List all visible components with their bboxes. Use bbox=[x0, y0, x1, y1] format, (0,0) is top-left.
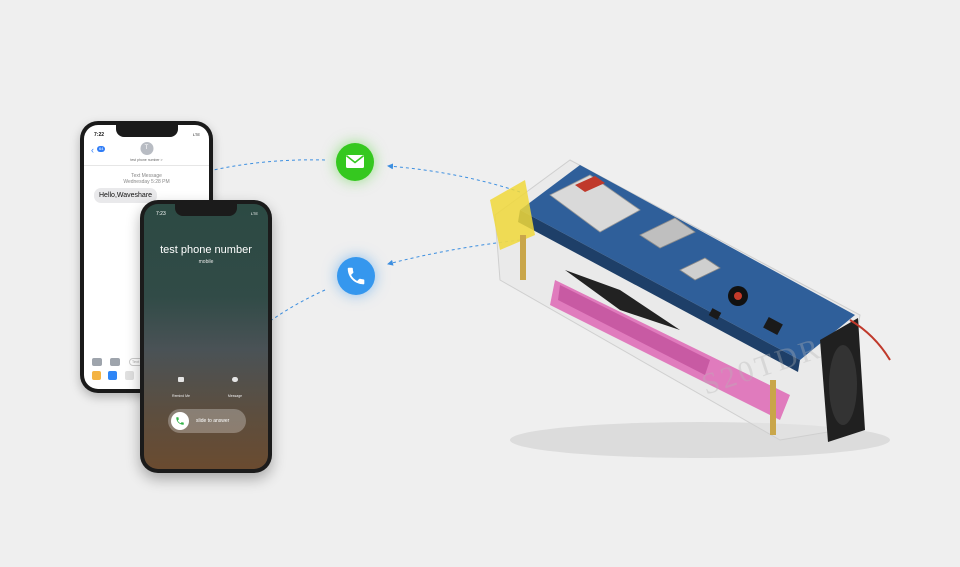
call-phone: 7:23 LTE test phone number mobile Remind… bbox=[140, 200, 272, 473]
phone-handset-icon bbox=[176, 417, 184, 425]
message-kind: Text Message bbox=[131, 173, 162, 179]
caller-name: test phone number bbox=[160, 244, 252, 256]
sms-arrow-from-device bbox=[387, 163, 521, 193]
call-screen: 7:23 LTE test phone number mobile Remind… bbox=[144, 204, 268, 469]
call-arrow-from-device bbox=[387, 239, 521, 266]
sms-badge bbox=[336, 143, 374, 181]
message-label: Message bbox=[227, 394, 243, 398]
status-time: 7:23 bbox=[156, 211, 166, 217]
status-indicators: LTE bbox=[192, 132, 200, 137]
chevron-left-icon[interactable]: ‹ bbox=[91, 145, 94, 155]
envelope-icon bbox=[346, 155, 364, 168]
app-store-icon[interactable] bbox=[110, 357, 121, 366]
message-icon bbox=[232, 377, 238, 382]
slide-to-answer-slider[interactable]: slide to answer bbox=[168, 409, 246, 433]
phone-notch bbox=[115, 125, 178, 137]
memoji-icon[interactable] bbox=[124, 371, 134, 380]
app-store-icon[interactable] bbox=[108, 371, 118, 380]
message-button[interactable]: Message bbox=[220, 377, 250, 402]
message-bubble: Hello,Waveshare bbox=[94, 188, 158, 203]
remind-me-label: Remind Me bbox=[172, 394, 190, 398]
message-timestamp: Wednesday 5:28 PM bbox=[123, 179, 170, 185]
camera-icon[interactable] bbox=[92, 357, 102, 366]
remind-me-button[interactable]: Remind Me bbox=[166, 377, 196, 402]
answer-knob[interactable] bbox=[171, 412, 189, 430]
caller-subtitle: mobile bbox=[198, 259, 214, 265]
alarm-icon bbox=[178, 377, 184, 382]
message-meta: Text Message Wednesday 5:28 PM bbox=[84, 173, 209, 185]
call-badge bbox=[337, 257, 375, 295]
header-divider bbox=[84, 165, 209, 166]
photos-app-icon[interactable] bbox=[92, 371, 101, 380]
avatar[interactable]: T bbox=[140, 142, 153, 155]
phone-notch bbox=[175, 204, 237, 216]
slide-to-answer-label: slide to answer bbox=[196, 418, 230, 424]
gsm-module-device bbox=[490, 159, 891, 458]
status-time: 7:22 bbox=[94, 132, 105, 138]
contact-name[interactable]: test phone number > bbox=[130, 158, 163, 162]
phone-handset-icon bbox=[347, 267, 365, 285]
status-indicators: LTE bbox=[250, 211, 258, 216]
unread-count-badge: 64 bbox=[97, 146, 106, 152]
